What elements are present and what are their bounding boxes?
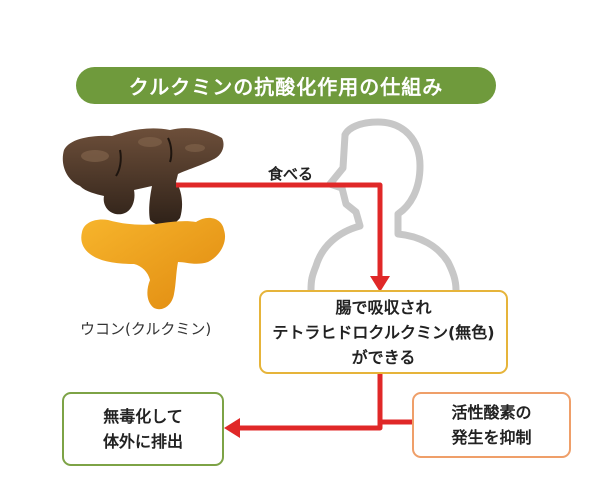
turmeric-rhizome-image [62,128,224,226]
oxygen-suppress-box: 活性酸素の 発生を抑制 [412,392,571,458]
intestine-line-2: テトラヒドロクルクミン(無色) [272,322,495,342]
detox-line-1: 無毒化して [103,407,183,426]
flow-arrows [176,182,412,431]
intestine-line-1: 腸で吸収され [335,297,432,317]
turmeric-label: ウコン(クルクミン) [80,320,212,338]
human-silhouette [307,118,460,294]
title-banner: クルクミンの抗酸化作用の仕組み [76,67,496,104]
arrow-eat-to-intestine [176,182,383,280]
turmeric-flesh-image [81,217,226,310]
arrow-head-down [370,276,390,292]
detox-line-2: 体外に排出 [102,432,183,451]
diagram-title: クルクミンの抗酸化作用の仕組み [128,75,444,99]
intestine-line-3: ができる [351,347,416,367]
eat-label: 食べる [268,165,314,183]
suppress-line-1: 活性酸素の [451,403,532,422]
arrow-intestine-to-detox [238,372,383,431]
suppress-line-2: 発生を抑制 [451,428,532,447]
arrow-head-left [224,418,240,438]
intestine-absorption-box: 腸で吸収され テトラヒドロクルクミン(無色) ができる [259,290,508,374]
detox-box: 無毒化して 体外に排出 [62,392,224,466]
